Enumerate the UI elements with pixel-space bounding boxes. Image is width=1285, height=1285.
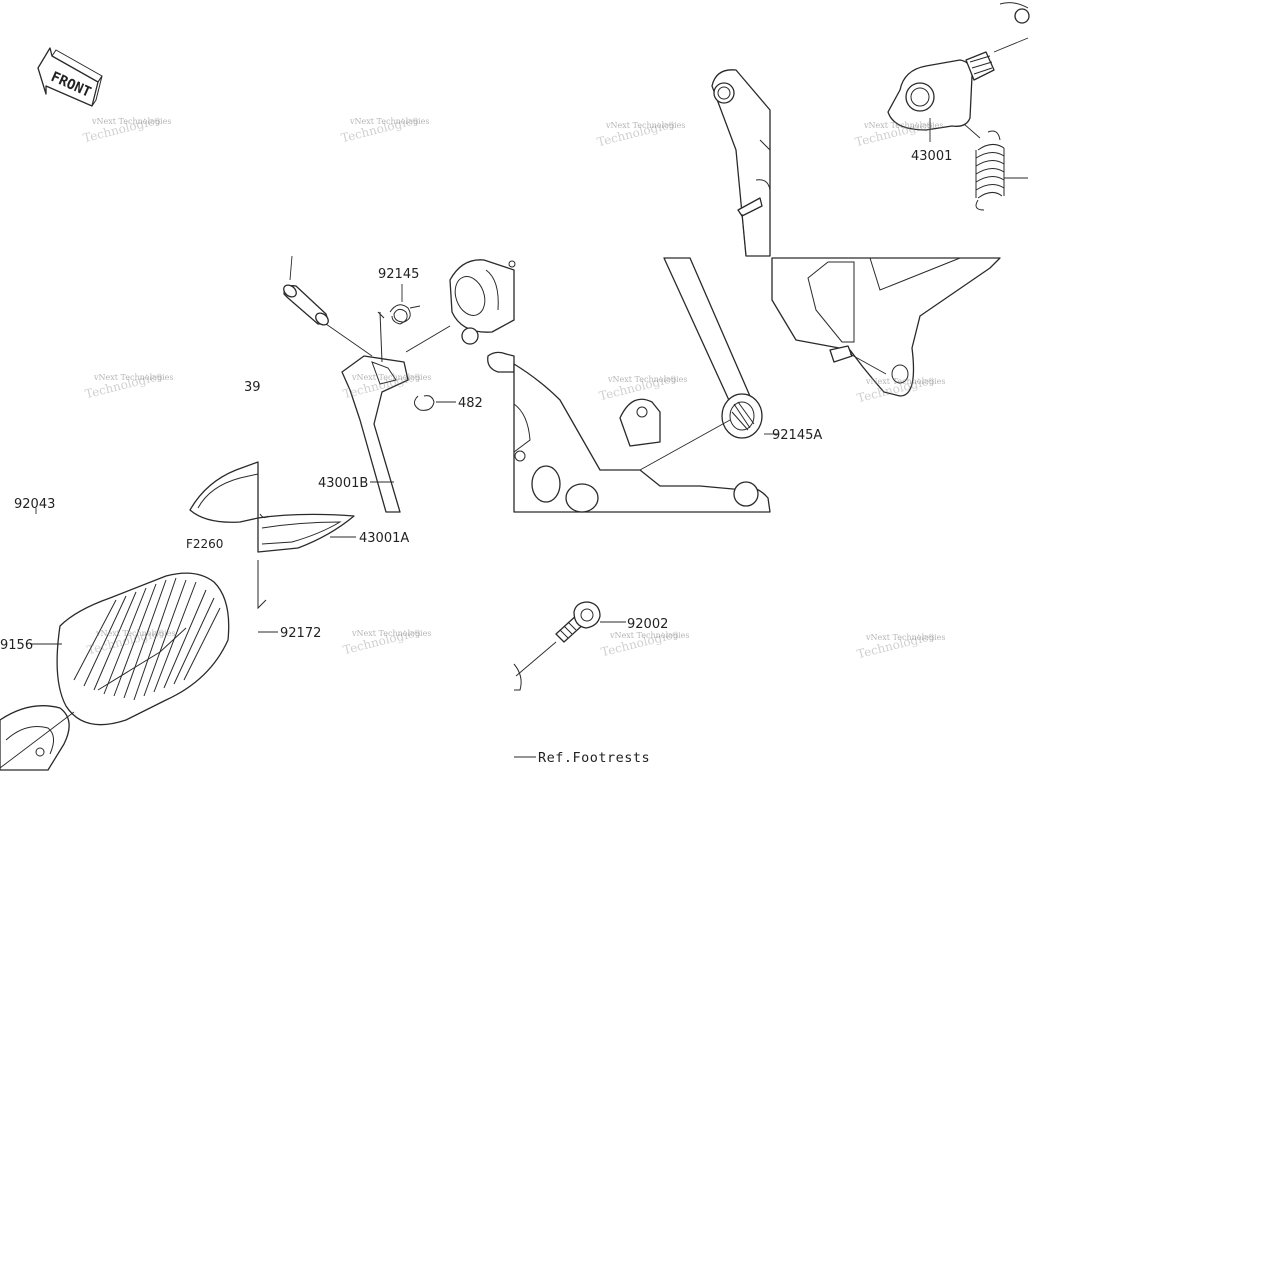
brake-pedal-43001-part — [887, 2, 1030, 131]
front-arrow-icon: FRONT — [37, 47, 103, 107]
part-label-43001B: 43001B — [318, 476, 368, 491]
part-label-9156: 9156 — [0, 638, 33, 653]
ref-footrests-label: Ref.Footrests — [538, 750, 650, 766]
bolt-92002-part — [513, 601, 626, 758]
upper-bracket-part — [711, 69, 771, 257]
svg-text:vNext Technologies: vNext Technologies — [349, 117, 429, 126]
svg-text:vNext Technologies: vNext Technologies — [93, 373, 173, 382]
svg-text:vNext Technologies: vNext Technologies — [609, 631, 689, 640]
svg-text:vNext Technologies: vNext Technologies — [865, 377, 945, 386]
part-label-482: 482 — [458, 396, 483, 411]
svg-text:vNext Technologies: vNext Technologies — [605, 121, 685, 130]
part-label-39: 39 — [244, 380, 261, 395]
svg-text:vNext Technologies: vNext Technologies — [91, 117, 171, 126]
brake-linkage-part — [513, 257, 778, 513]
svg-text:vNext Technologies: vNext Technologies — [863, 121, 943, 130]
return-spring-icon — [963, 123, 1028, 211]
footboard-upper-part — [189, 461, 356, 610]
part-label-43001: 43001 — [911, 149, 952, 164]
master-cylinder-part — [449, 259, 516, 373]
torsion-spring-92145-icon — [377, 284, 421, 325]
svg-text:vNext Technologies: vNext Technologies — [865, 633, 945, 642]
frame-plate-part — [771, 257, 1001, 397]
svg-text:vNext Technologies: vNext Technologies — [351, 629, 431, 638]
svg-text:vNext Technologies: vNext Technologies — [351, 373, 431, 382]
pivot-shaft-part — [283, 255, 373, 357]
figure-code: F2260 — [186, 537, 223, 551]
footboard-part — [0, 572, 230, 771]
circlip-482-icon — [414, 395, 456, 411]
part-label-92145: 92145 — [378, 267, 419, 282]
svg-text:vNext Technologies: vNext Technologies — [607, 375, 687, 384]
part-label-92002: 92002 — [627, 617, 668, 632]
part-label-92043: 92043 — [14, 497, 55, 512]
part-label-92145A: 92145A — [772, 428, 822, 443]
part-label-43001A: 43001A — [359, 531, 409, 546]
pedal-arm-43001B-part — [341, 311, 451, 513]
part-label-92172: 92172 — [280, 626, 321, 641]
svg-text:vNext Technologies: vNext Technologies — [95, 629, 175, 638]
